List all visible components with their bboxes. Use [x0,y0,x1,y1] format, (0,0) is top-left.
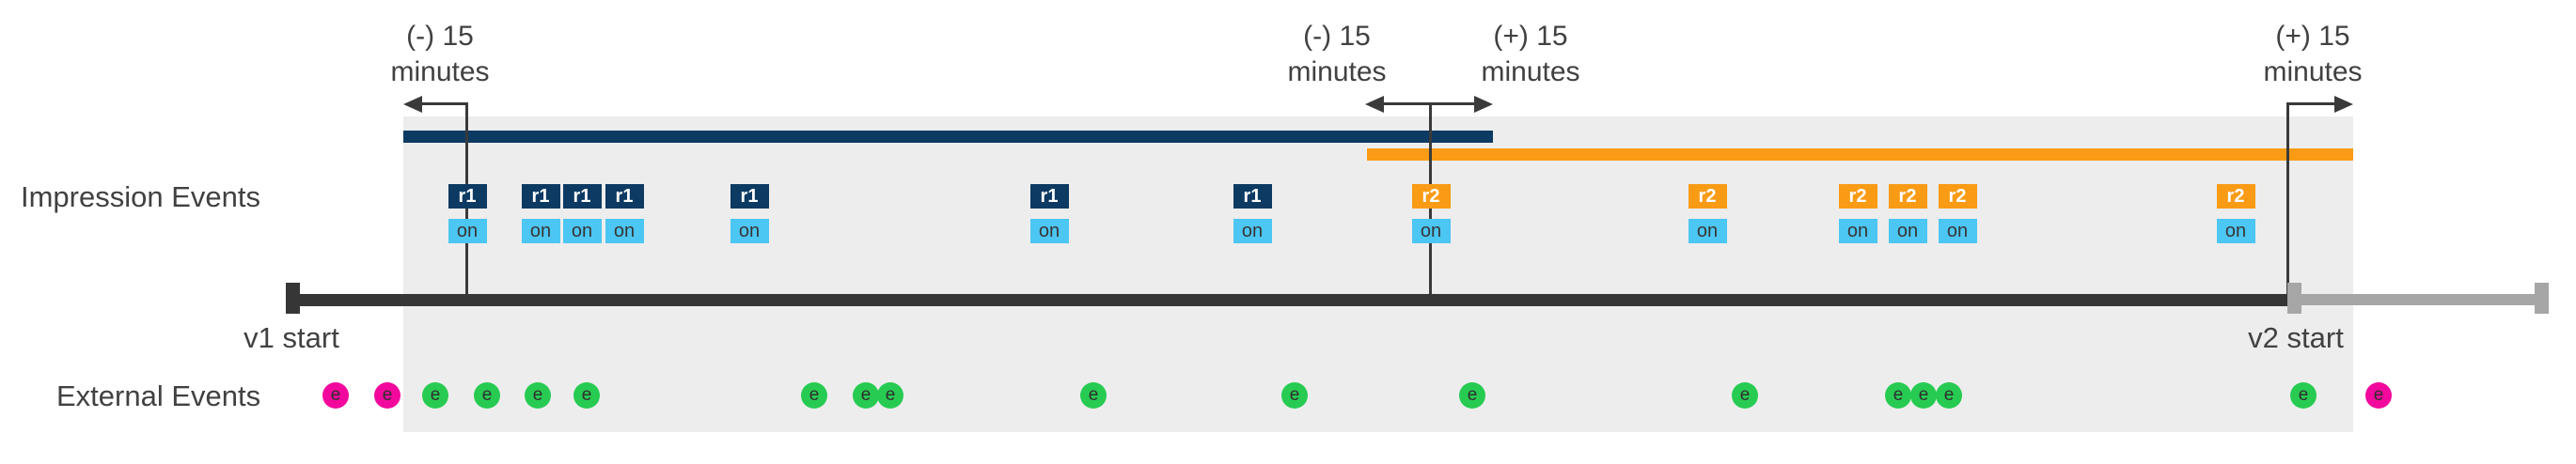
on-status-badge: on [448,219,487,243]
external-event-dot: e [1936,382,1962,409]
annotation-line2: minutes [1287,56,1387,87]
recommendation-badge: r2 [1888,184,1927,209]
annotation-minus15-v2: (-) 15 minutes [1287,19,1386,90]
recommendation-badge: r2 [1938,184,1977,209]
arrow-right-icon [2334,96,2353,113]
annotation-line1: (+) 15 [1493,21,1568,52]
on-status-badge: on [1838,219,1877,243]
external-event-dot: e [877,382,903,409]
external-event-dot: e [1459,382,1485,409]
impression-event-column: r1 on [448,184,487,243]
impression-event-column: r2 on [2216,184,2255,243]
arrow-left-icon [403,96,422,113]
v1-start-tick [286,283,300,314]
v2-start-tick [2287,283,2301,314]
impression-event-column: r1 on [605,184,644,243]
recommendation-badge: r2 [1411,184,1451,209]
minus15-v1-arrow-line [418,102,467,105]
recommendation-badge: r1 [1029,184,1069,209]
impression-event-column: r2 on [1411,184,1451,243]
annotation-plus15-v2: (+) 15 minutes [1481,19,1579,90]
arrow-left-icon [1365,96,1384,113]
external-event-dot: e [1281,382,1308,409]
external-event-dot: e [1910,382,1937,409]
annotation-line1: (-) 15 [1303,21,1371,52]
recommendation-badge: r1 [1233,184,1272,209]
on-status-badge: on [2216,219,2255,243]
on-status-badge: on [605,219,644,243]
analysis-window-panel [403,116,2353,432]
external-event-dot: e [525,382,551,409]
v1-impression-window-bar [403,131,1493,143]
external-event-dot: e [2290,382,2317,409]
external-event-dot: e [322,382,349,409]
on-status-badge: on [1411,219,1451,243]
impression-event-column: r2 on [1688,184,1727,243]
external-event-dot: e [422,382,448,409]
recommendation-badge: r2 [1838,184,1877,209]
annotation-plus15-end: (+) 15 minutes [2263,19,2362,90]
impression-event-column: r2 on [1838,184,1877,243]
impression-event-column: r1 on [1233,184,1272,243]
on-status-badge: on [1233,219,1272,243]
v1-timeline-bar [289,294,2290,306]
v2-start-label: v2 start [2248,321,2344,354]
v2-impression-window-bar [1367,148,2353,161]
annotation-line2: minutes [390,56,490,87]
impression-event-column: r1 on [562,184,602,243]
on-status-badge: on [1029,219,1069,243]
impression-events-row-label: Impression Events [21,180,260,213]
annotation-line1: (-) 15 [406,21,474,52]
on-status-badge: on [730,219,769,243]
recommendation-badge: r1 [605,184,644,209]
external-event-dot: e [1732,382,1758,409]
impression-event-column: r1 on [730,184,769,243]
v2-timeline-bar [2290,294,2547,305]
on-status-badge: on [1938,219,1977,243]
external-event-dot: e [853,382,879,409]
v1-start-label: v1 start [243,321,339,354]
on-status-badge: on [521,219,560,243]
annotation-line2: minutes [2263,56,2363,87]
external-event-dot: e [474,382,500,409]
impression-event-column: r2 on [1938,184,1977,243]
recommendation-badge: r1 [521,184,560,209]
external-event-dot: e [801,382,827,409]
recommendation-badge: r1 [448,184,487,209]
external-event-dot: e [1885,382,1911,409]
plus15-end-arrow-line [2288,102,2335,105]
impression-event-column: r1 on [521,184,560,243]
external-event-dot: e [2365,382,2392,409]
on-status-badge: on [562,219,602,243]
annotation-line2: minutes [1481,56,1580,87]
recommendation-badge: r1 [730,184,769,209]
recommendation-badge: r2 [1688,184,1727,209]
external-event-dot: e [573,382,600,409]
impression-event-column: r1 on [1029,184,1069,243]
annotation-minus15-v1: (-) 15 minutes [390,19,489,90]
external-events-row-label: External Events [56,379,261,412]
impression-event-column: r2 on [1888,184,1927,243]
recommendation-badge: r2 [2216,184,2255,209]
on-status-badge: on [1688,219,1727,243]
on-status-badge: on [1888,219,1927,243]
v2-start-marker-line [2286,102,2289,296]
external-event-dot: e [1080,382,1107,409]
arrow-right-icon [1474,96,1493,113]
recommendation-badge: r1 [562,184,602,209]
external-event-dot: e [374,382,401,409]
v2-end-tick [2535,283,2549,314]
annotation-line1: (+) 15 [2275,21,2350,52]
